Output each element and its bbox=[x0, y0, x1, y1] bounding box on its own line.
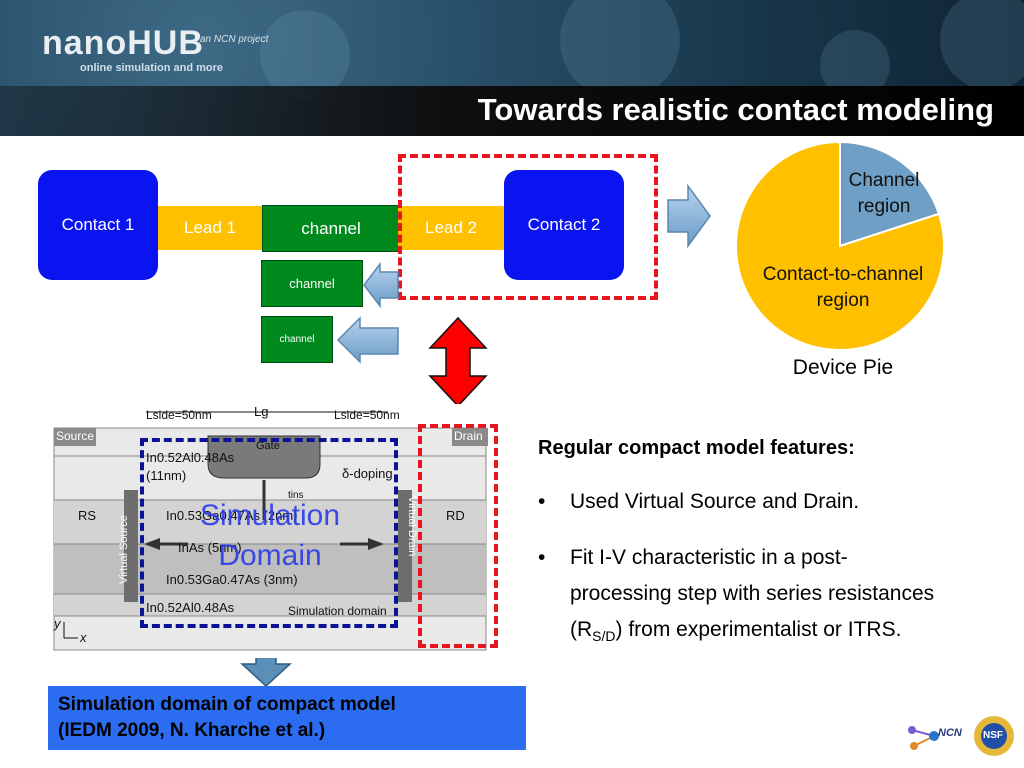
fig-axis-x: x bbox=[80, 630, 87, 645]
pie-label-channel-line2: region bbox=[857, 196, 911, 217]
contact-1-label: Contact 1 bbox=[61, 215, 135, 234]
logo-subtitle: online simulation and more bbox=[80, 62, 224, 74]
channel-small-box: channel bbox=[261, 316, 333, 363]
pie-slice-0 bbox=[839, 140, 941, 248]
ncn-logo[interactable]: NCN bbox=[904, 716, 964, 756]
ncn-logo-text: NCN bbox=[938, 727, 962, 739]
bullet-2-line3-post: ) from experimentalist or ITRS. bbox=[615, 618, 902, 641]
gate-shape bbox=[207, 435, 321, 479]
bullet-2-line1: Fit I-V characteristic in a post- bbox=[570, 546, 848, 569]
device-pie-chart bbox=[735, 140, 945, 351]
title-bar bbox=[0, 86, 1024, 136]
right-arrow-icon bbox=[667, 183, 711, 249]
pie-label-contact: Contact-to-channel region bbox=[740, 262, 946, 314]
figure-caption: Simulation domain of compact model (IEDM… bbox=[48, 686, 526, 750]
device-drawing bbox=[53, 411, 488, 651]
fig-rd: RD bbox=[446, 508, 465, 523]
fig-lside-right: Lside=50nm bbox=[334, 408, 400, 422]
fig-tins: tins bbox=[288, 490, 304, 501]
pie-label-contact-line1: Contact-to-channel bbox=[762, 264, 924, 285]
fig-delta-doping: δ-doping bbox=[342, 466, 393, 481]
bullet-dot: • bbox=[538, 546, 546, 569]
fig-lg: Lg bbox=[254, 404, 269, 419]
pie-slice-1 bbox=[735, 140, 945, 351]
left-arrow-icon bbox=[363, 261, 399, 309]
device-cross-section: Lside=50nm Lg Lside=50nm Source Drain Ga… bbox=[48, 404, 492, 658]
caption-line2: (IEDM 2009, N. Kharche et al.) bbox=[58, 720, 326, 741]
bullet-2-line2: processing step with series resistances bbox=[570, 582, 935, 605]
pie-label-channel-line1: Channel bbox=[848, 170, 920, 191]
nsf-logo[interactable]: NSF bbox=[972, 714, 1016, 758]
fig-gate: Gate bbox=[256, 440, 280, 452]
simulation-domain-highlight bbox=[140, 438, 398, 628]
lead-2-box: Lead 2 bbox=[398, 206, 504, 250]
overlay-line1: Simulation bbox=[199, 499, 341, 532]
bullet-item-1: • Used Virtual Source and Drain. bbox=[538, 484, 998, 524]
bullet-2-line3-pre: (R bbox=[570, 618, 593, 641]
pie-label-channel: Channel region bbox=[822, 168, 946, 220]
bullet-2-line3: (RS/D) from experimentalist or ITRS. bbox=[570, 612, 1020, 654]
bullet-item-2: • Fit I-V characteristic in a post- proc… bbox=[538, 540, 1018, 660]
fig-lside-left: Lside=50nm bbox=[146, 408, 212, 422]
fig-layer5: In0.52Al0.48As bbox=[146, 600, 235, 615]
ncn-logo-icon bbox=[908, 726, 939, 750]
simulation-domain-overlay: Simulation Domain bbox=[170, 496, 370, 576]
nsf-seal-icon bbox=[974, 716, 1014, 756]
left-arrow-icon bbox=[336, 316, 399, 364]
nanohub-logo[interactable]: nanoHUB bbox=[42, 24, 204, 62]
overlay-line2: Domain bbox=[218, 539, 322, 572]
red-double-arrow-icon bbox=[428, 316, 488, 408]
drain-pad bbox=[452, 428, 488, 446]
drain-region-highlight bbox=[418, 424, 498, 648]
features-title: Regular compact model features: bbox=[538, 437, 855, 459]
fig-layer3: InAs (5nm) bbox=[178, 540, 242, 555]
source-pad bbox=[54, 428, 96, 446]
caption-line1: Simulation domain of compact model bbox=[58, 694, 396, 715]
virtual-source-bar bbox=[124, 490, 138, 602]
nsf-logo-text: NSF bbox=[983, 730, 1003, 741]
bullet-dot: • bbox=[538, 490, 546, 513]
bullet-1-text: Used Virtual Source and Drain. bbox=[570, 490, 860, 513]
pie-caption: Device Pie bbox=[792, 356, 894, 379]
fig-virtual-source: Virtual Source bbox=[118, 515, 130, 584]
slide-title: Towards realistic contact modeling bbox=[477, 92, 994, 127]
contact-2-label: Contact 2 bbox=[527, 215, 601, 234]
pie-label-contact-line2: region bbox=[816, 290, 870, 311]
fig-sim-domain: Simulation domain bbox=[288, 604, 387, 618]
contact-region-highlight bbox=[398, 154, 658, 300]
fig-layer2: In0.53Ga0.47As (2nm) bbox=[166, 508, 298, 523]
fig-source: Source bbox=[56, 429, 95, 443]
bullet-2-line3-sub: S/D bbox=[592, 628, 616, 645]
logo-partner: an NCN project bbox=[200, 34, 269, 45]
fig-drain: Drain bbox=[454, 429, 483, 443]
fig-layer1-thick: (11nm) bbox=[146, 468, 187, 483]
virtual-drain-bar bbox=[398, 490, 412, 602]
fig-axis-y: y bbox=[54, 616, 61, 631]
channel-medium-box: channel bbox=[261, 260, 363, 307]
contact-1-box: Contact 1 bbox=[38, 170, 158, 280]
fig-layer1: In0.52Al0.48As bbox=[146, 450, 235, 465]
fig-virtual-drain: Virtual Drain bbox=[406, 496, 418, 557]
lead-1-box: Lead 1 bbox=[158, 206, 262, 250]
bullet-2-text: Fit I-V characteristic in a post- proces… bbox=[570, 540, 1020, 654]
fig-rs: RS bbox=[78, 508, 97, 523]
fig-layer4: In0.53Ga0.47As (3nm) bbox=[166, 572, 298, 587]
contact-2-box: Contact 2 bbox=[504, 170, 624, 280]
